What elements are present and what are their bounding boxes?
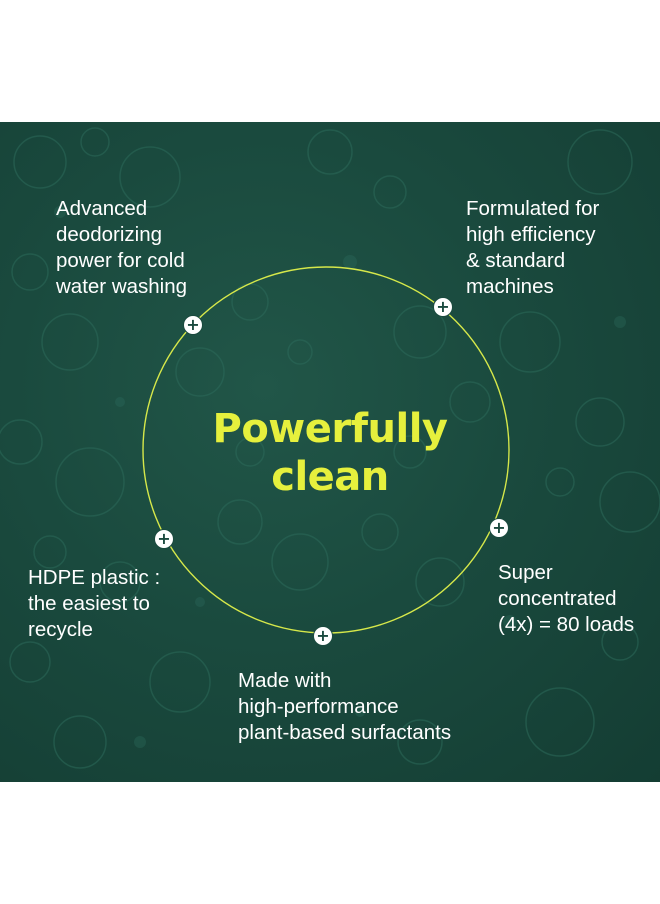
plus-icon: + — [183, 315, 203, 335]
feature-panel: Powerfully clean Advanced deodorizing po… — [0, 122, 660, 782]
plus-icon: + — [313, 626, 333, 646]
headline-line-2: clean — [271, 454, 389, 500]
headline: Powerfully clean — [130, 405, 530, 501]
foam-bubbles-background — [0, 127, 660, 769]
feature-plant-surfactants: Made with high-performance plant-based s… — [238, 669, 452, 744]
headline-line-1: Powerfully — [212, 406, 448, 452]
plus-icon: + — [433, 297, 453, 317]
feature-hdpe-recyclable: HDPE plastic : the easiest to recycle — [28, 566, 161, 641]
feature-he-machines: Formulated for high efficiency & standar… — [466, 197, 600, 298]
plus-icon: + — [154, 529, 174, 549]
feature-super-concentrated: Super concentrated (4x) = 80 loads — [498, 561, 635, 636]
plus-icon: + — [489, 518, 509, 538]
feature-cold-water-deodorizing: Advanced deodorizing power for cold wate… — [56, 197, 188, 298]
